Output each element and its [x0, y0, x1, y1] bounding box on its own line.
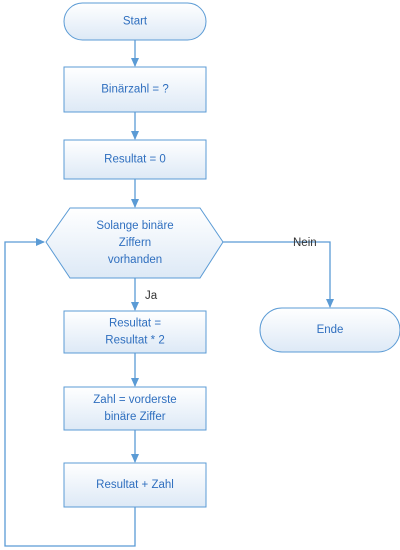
digit-node-label: Zahl = vorderste binäre Ziffer: [93, 394, 176, 423]
loop-label-line: Ziffern: [119, 237, 151, 249]
add-node: Resultat + Zahl: [63, 462, 207, 508]
double-label-line: Resultat =: [109, 318, 161, 330]
digit-label-line: Zahl = vorderste: [93, 394, 176, 406]
end-node-label: Ende: [317, 324, 344, 336]
double-node: Resultat = Resultat * 2: [63, 310, 207, 354]
connectors: [4, 40, 334, 547]
double-node-label: Resultat = Resultat * 2: [105, 318, 164, 347]
add-label-line: Resultat + Zahl: [96, 479, 174, 491]
end-node: Ende: [259, 307, 400, 353]
edge-label-yes: Ja: [145, 290, 158, 302]
input-node: Binärzahl = ?: [63, 66, 207, 113]
connector-loop-to-end: [223, 241, 334, 308]
digit-label-line: binäre Ziffer: [104, 411, 165, 423]
add-node-label: Resultat + Zahl: [96, 479, 174, 491]
loop-label-line: Solange binäre: [96, 220, 173, 232]
init-label-line: Resultat = 0: [104, 154, 166, 166]
digit-node: Zahl = vorderste binäre Ziffer: [63, 386, 207, 431]
start-node: Start: [63, 2, 207, 41]
input-label-line: Binärzahl = ?: [101, 84, 168, 96]
start-node-label: Start: [123, 16, 148, 28]
end-label-line: Ende: [317, 324, 344, 336]
init-node: Resultat = 0: [63, 139, 207, 180]
edge-label-no: Nein: [293, 237, 317, 249]
input-node-label: Binärzahl = ?: [101, 84, 168, 96]
loop-label-line: vorhanden: [108, 254, 162, 266]
connector-add-loop-back: [4, 238, 136, 547]
double-label-line: Resultat * 2: [105, 335, 164, 347]
start-label-line: Start: [123, 16, 148, 28]
init-node-label: Resultat = 0: [104, 154, 166, 166]
